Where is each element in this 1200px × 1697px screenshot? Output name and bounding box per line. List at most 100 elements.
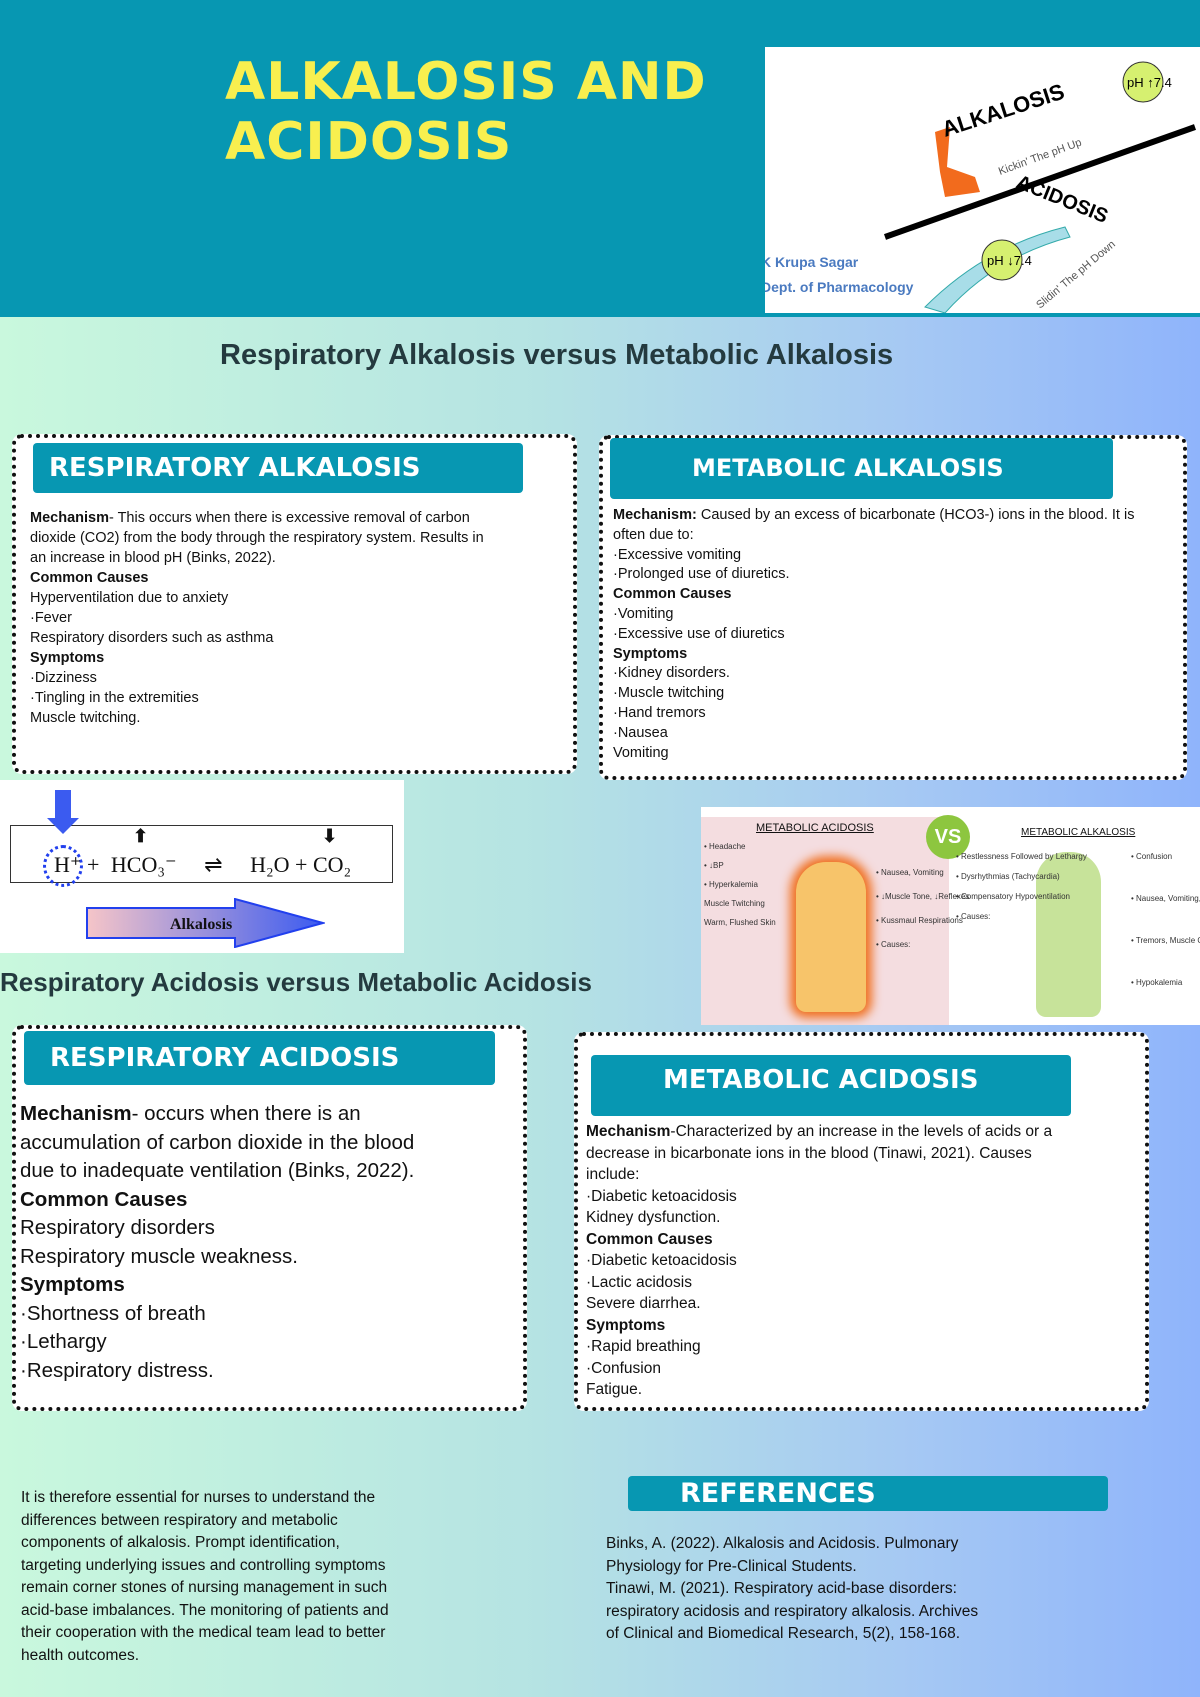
body-line: Respiratory disorders <box>20 1214 414 1243</box>
line-text: ·Kidney disorders. <box>613 665 730 682</box>
card-body: Mechanism- This occurs when there is exc… <box>30 508 484 728</box>
line-text: Symptoms <box>30 650 105 666</box>
mechanism-label: Mechanism: <box>613 507 697 523</box>
body-line: include: <box>586 1164 1052 1186</box>
body-line: Severe diarrhea. <box>586 1293 1052 1315</box>
section-heading-alkalosis: Respiratory Alkalosis versus Metabolic A… <box>220 339 894 371</box>
body-line: Vomiting <box>613 744 1134 764</box>
text-line: components of alkalosis. Prompt identifi… <box>21 1534 340 1551</box>
plus-sign: + <box>87 852 100 877</box>
line-text: Kidney dysfunction. <box>586 1209 721 1226</box>
text-line: Binks, A. (2022). Alkalosis and Acidosis… <box>606 1535 959 1552</box>
line-text: ·Muscle twitching <box>613 685 725 702</box>
text-line: • Nausea, Vomiting <box>876 868 944 877</box>
line-text: ·Dizziness <box>30 670 97 686</box>
text-line: • Dysrhythmias (Tachycardia) <box>956 872 1060 881</box>
body-line: ·Rapid breathing <box>586 1336 1052 1358</box>
line-text: Symptoms <box>586 1316 666 1334</box>
line-text: include: <box>586 1166 640 1183</box>
subheading: Symptoms <box>613 645 1134 665</box>
line-text: Respiratory disorders such as asthma <box>30 630 274 646</box>
body-line: due to inadequate ventilation (Binks, 20… <box>20 1157 414 1186</box>
line-text: due to inadequate ventilation (Binks, 20… <box>20 1159 415 1182</box>
line-text: Vomiting <box>613 744 669 761</box>
body-line: ·Confusion <box>586 1358 1052 1380</box>
left-title: METABOLIC ACIDOSIS <box>756 822 874 834</box>
text-line: • Restlessness Followed by Lethargy <box>956 852 1087 861</box>
kicking-leg-icon <box>935 127 980 197</box>
slide-caption: Slidin' The pH Down <box>1034 238 1118 311</box>
line-text: an increase in blood pH (Binks, 2022). <box>30 550 276 566</box>
body-line: Mechanism-Characterized by an increase i… <box>586 1121 1052 1143</box>
body-line: dioxide (CO2) from the body through the … <box>30 528 484 548</box>
text-line: respiratory acidosis and respiratory alk… <box>606 1602 979 1620</box>
text-line: • Hypokalemia <box>1131 978 1183 987</box>
body-line: Hyperventilation due to anxiety <box>30 588 484 608</box>
alkalosis-arrow-icon <box>86 898 325 948</box>
hero-image: ALKALOSIS Kickin' The pH Up pH ↑7.4 ACID… <box>765 47 1200 313</box>
line-text: ·Lethargy <box>20 1330 107 1353</box>
body-line: Mechanism: Caused by an excess of bicarb… <box>613 506 1134 526</box>
subheading: Symptoms <box>586 1315 1052 1337</box>
down-arrow-head <box>47 818 79 834</box>
line-text: Symptoms <box>20 1273 125 1296</box>
body-line: often due to: <box>613 526 1134 546</box>
body-line: an increase in blood pH (Binks, 2022). <box>30 548 484 568</box>
body-line: ·Diabetic ketoacidosis <box>586 1186 1052 1208</box>
line-text: ·Excessive vomiting <box>613 546 742 563</box>
body-line: Respiratory muscle weakness. <box>20 1243 414 1272</box>
bicarbonate-equation-image: ⬆ ⬇ H⁺ + HCO₃⁻ ⇌ H₂O + CO₂ Alkalosis <box>0 780 404 953</box>
line-text: Common Causes <box>613 586 732 603</box>
mechanism-label: Mechanism <box>586 1123 671 1140</box>
line-text: decrease in bicarbonate ions in the bloo… <box>586 1144 1032 1162</box>
vs-badge: VS <box>926 815 970 859</box>
subheading: Common Causes <box>586 1229 1052 1251</box>
title-line-1: ALKALOSIS AND <box>225 52 707 112</box>
card-title: METABOLIC ALKALOSIS <box>610 438 1113 499</box>
divider-line <box>883 124 1197 240</box>
ph-up-badge: pH ↑7.4 <box>1127 75 1172 90</box>
body-line: Fatigue. <box>586 1379 1052 1401</box>
line-text: Common Causes <box>30 570 149 586</box>
down-arrow-icon: ⬇ <box>322 826 338 846</box>
text-line: acid-base imbalances. The monitoring of … <box>21 1601 389 1619</box>
references-list: Binks, A. (2022). Alkalosis and Acidosis… <box>606 1533 978 1646</box>
line-text: ·Prolonged use of diuretics. <box>613 566 790 583</box>
line-text: ·Vomiting <box>613 605 674 622</box>
line-text: ·Shortness of breath <box>20 1301 206 1325</box>
text-line: • Confusion <box>1131 852 1173 861</box>
acidosis-word: ACIDOSIS <box>1013 171 1111 228</box>
h-ion: H⁺ <box>54 852 82 877</box>
card-title: RESPIRATORY ALKALOSIS <box>33 443 523 493</box>
alkalosis-word: ALKALOSIS <box>939 79 1068 142</box>
body-line: ·Tingling in the extremities <box>30 688 484 708</box>
text-line: their cooperation with the medical team … <box>21 1624 386 1641</box>
line-text: ·Hand tremors <box>613 704 706 721</box>
text-line: • Tremors, Muscle Cramps <box>1131 936 1200 945</box>
body-line: ·Excessive use of diuretics <box>613 625 1134 645</box>
text-line: Warm, Flushed Skin <box>704 918 776 927</box>
bicarbonate: HCO₃⁻ <box>110 852 177 877</box>
title-line-2: ACIDOSIS <box>225 112 513 172</box>
alkalosis-arrow-label: Alkalosis <box>170 916 233 933</box>
line-text: ·Nausea <box>613 724 668 741</box>
body-line: ·Nausea <box>613 724 1134 744</box>
down-arrow-icon <box>55 790 71 820</box>
text-line: Physiology for Pre-Clinical Students. <box>606 1557 857 1575</box>
card-respiratory-acidosis <box>12 1025 527 1411</box>
body-line: decrease in bicarbonate ions in the bloo… <box>586 1143 1052 1165</box>
body-line: Muscle twitching. <box>30 708 484 728</box>
line-text: Fatigue. <box>586 1381 643 1398</box>
up-arrow-icon: ⬆ <box>133 826 149 846</box>
body-line: ·Hand tremors <box>613 704 1134 724</box>
alkalosis-figure <box>1036 852 1101 1017</box>
equilibrium-arrows: ⇌ <box>204 852 223 877</box>
body-line: ·Vomiting <box>613 605 1134 625</box>
body-line: ·Lactic acidosis <box>586 1272 1052 1294</box>
text-line: • Kussmaul Respirations <box>876 916 963 925</box>
card-title: RESPIRATORY ACIDOSIS <box>24 1031 495 1085</box>
line-text: Hyperventilation due to anxiety <box>30 590 229 606</box>
line-text: Muscle twitching. <box>30 710 141 726</box>
line-text: Respiratory disorders <box>20 1216 215 1239</box>
